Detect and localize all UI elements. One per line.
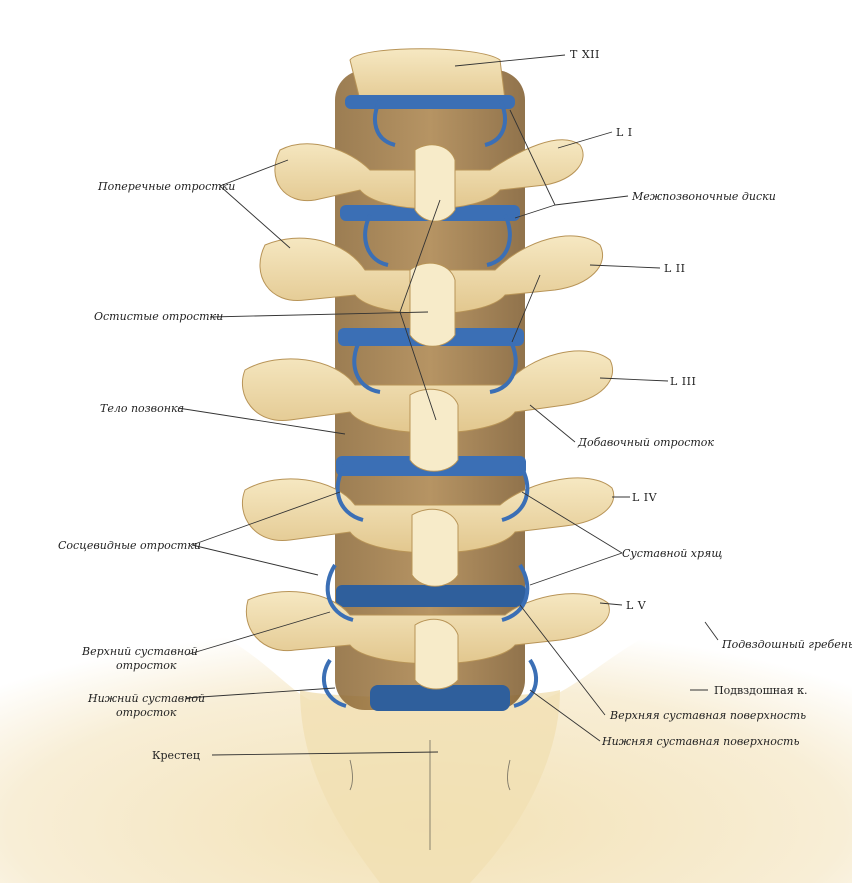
label-spinous-processes: Остистые отростки — [94, 310, 223, 323]
vertebra-l4 — [241, 477, 615, 587]
label-articular-cartilage: Суставной хрящ — [622, 547, 722, 560]
label-l5: L V — [626, 599, 647, 612]
label-superior-articular-surface: Верхняя суставная поверхность — [609, 709, 806, 722]
articular-cartilage — [321, 99, 539, 708]
leader-lines — [177, 54, 719, 756]
vertebra-l3 — [241, 350, 614, 472]
vertebra-l1 — [274, 139, 584, 222]
label-vertebral-body: Тело позвонка — [100, 402, 184, 415]
label-intervertebral-discs: Межпозвоночные диски — [631, 190, 776, 203]
label-t12: T XII — [570, 48, 600, 61]
label-ilium: Подвздошная к. — [714, 684, 808, 697]
label-inferior-articular-process-1: Нижний суставной — [87, 692, 205, 705]
label-l1: L I — [616, 126, 633, 139]
label-transverse-processes: Поперечные отростки — [97, 180, 235, 193]
label-superior-articular-process-2: отросток — [116, 659, 177, 672]
label-l2: L II — [664, 262, 686, 275]
label-inferior-articular-process-2: отросток — [116, 706, 177, 719]
label-iliac-crest: Подвздошный гребень — [721, 638, 852, 651]
label-accessory-process: Добавочный отросток — [577, 436, 714, 449]
label-sacrum: Крестец — [152, 749, 200, 762]
label-mammillary-processes: Сосцевидные отростки — [58, 539, 201, 552]
label-inferior-articular-surface: Нижняя суставная поверхность — [601, 735, 799, 748]
label-l4: L IV — [632, 491, 658, 504]
vertebra-l2 — [259, 235, 604, 347]
label-superior-articular-process-1: Верхний суставной — [81, 645, 198, 658]
label-l3: L III — [670, 375, 696, 388]
